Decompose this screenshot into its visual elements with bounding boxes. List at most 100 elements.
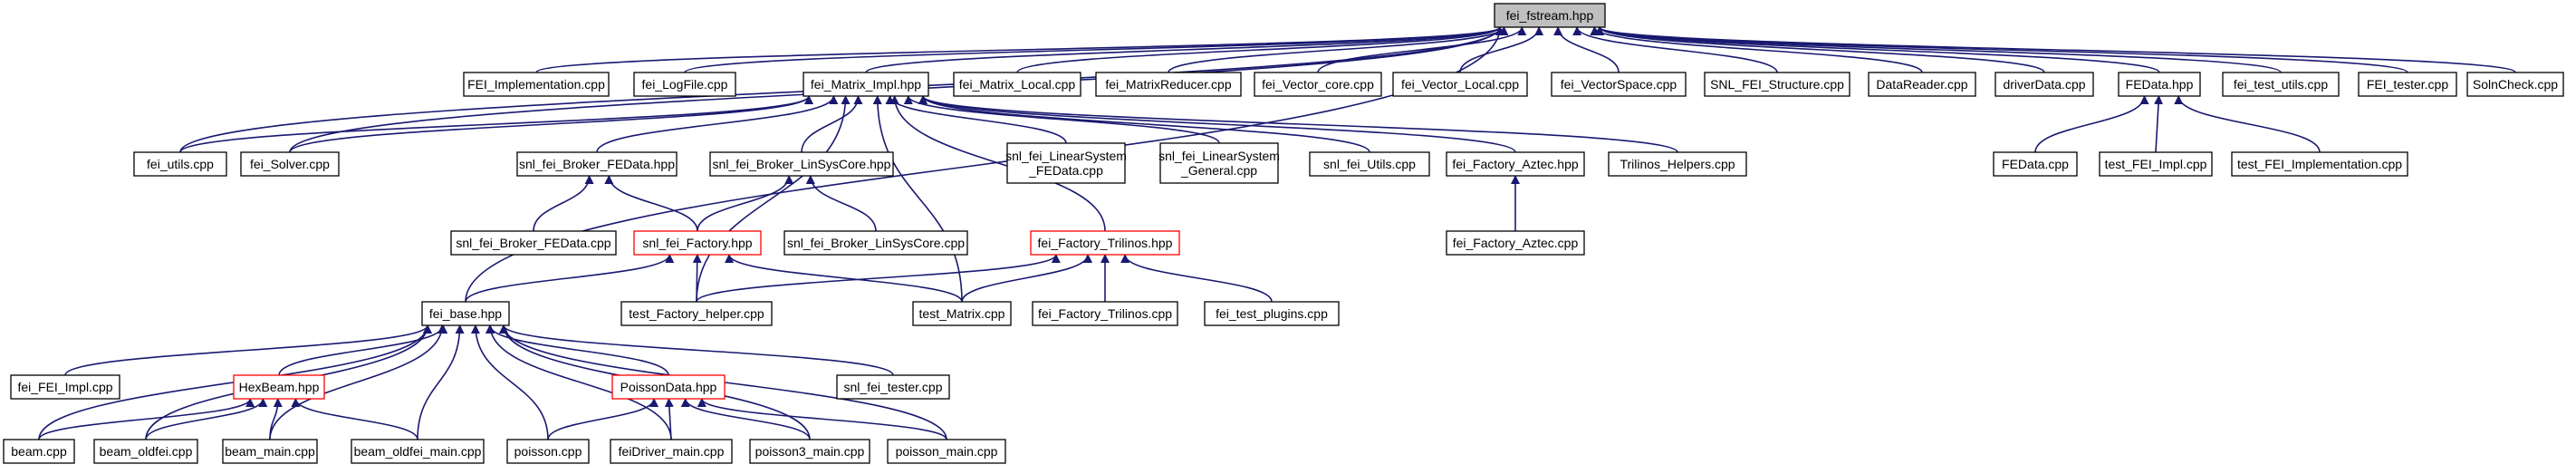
node-label-brokerlsc: snl_fei_Broker_LinSysCore.hpp [713, 157, 891, 171]
node-poisson[interactable]: poisson.cpp [506, 439, 590, 464]
edge-testmatrix-to-matimpl [872, 95, 963, 303]
node-box-feitester [2358, 72, 2457, 97]
node-utils[interactable]: fei_utils.cpp [133, 151, 227, 177]
node-beam[interactable]: beam.cpp [3, 439, 75, 464]
node-brokerfecpp[interactable]: snl_fei_Broker_FEData.cpp [450, 230, 617, 256]
node-hexbeam[interactable]: HexBeam.hpp [233, 374, 325, 400]
node-label-feitester: FEI_tester.cpp [2367, 77, 2448, 92]
node-label-matimpl: fei_Matrix_Impl.hpp [811, 77, 921, 92]
node-label-solver: fei_Solver.cpp [250, 157, 330, 171]
node-label-linsysfe-0: snl_fei_LinearSystem [1005, 149, 1127, 163]
edge-matlocal-to-fstream [1016, 26, 1504, 73]
node-feibase[interactable]: fei_base.hpp [421, 301, 510, 326]
node-label-beammain: beam_main.cpp [225, 444, 315, 459]
node-solver[interactable]: fei_Solver.cpp [240, 151, 340, 177]
node-factory[interactable]: snl_fei_Factory.hpp [633, 230, 762, 256]
node-testfachelp[interactable]: test_Factory_helper.cpp [620, 301, 773, 326]
node-driverdata[interactable]: driverData.cpp [1994, 72, 2094, 97]
edge-factory-to-brokerlsc [697, 175, 794, 232]
node-label-veclocal: fei_Vector_Local.cpp [1401, 77, 1519, 92]
node-beammain[interactable]: beam_main.cpp [222, 439, 318, 464]
edge-hexbeam-to-feibase [278, 324, 448, 376]
node-testfeiimpl[interactable]: test_FEI_Impl.cpp [2099, 151, 2213, 177]
edge-beammain-to-feibase [269, 324, 447, 440]
node-feiimpl[interactable]: FEI_Implementation.cpp [463, 72, 610, 97]
node-label-fedatahpp: FEData.hpp [2126, 77, 2194, 92]
node-fedatahpp[interactable]: FEData.hpp [2118, 72, 2201, 97]
node-label-linsysgen-1: _General.cpp [1180, 163, 1257, 178]
edge-aztechpp-to-matimpl [918, 95, 1516, 153]
node-box-solver [240, 151, 340, 177]
node-feidriver[interactable]: feiDriver_main.cpp [610, 439, 733, 464]
node-box-poisson [506, 439, 590, 464]
node-beamoldmain[interactable]: beam_oldfei_main.cpp [351, 439, 485, 464]
node-label-poisson3: poisson3_main.cpp [755, 444, 865, 459]
node-poissonmain[interactable]: poisson_main.cpp [887, 439, 1006, 464]
node-label-driverdata: driverData.cpp [2003, 77, 2085, 92]
node-testutils[interactable]: fei_test_utils.cpp [2222, 72, 2340, 97]
edge-testfachelp-to-matimpl [696, 95, 851, 303]
node-box-feiimpl [463, 72, 610, 97]
node-matlocal[interactable]: fei_Matrix_Local.cpp [953, 72, 1081, 97]
node-snlstruct[interactable]: SNL_FEI_Structure.cpp [1704, 72, 1850, 97]
node-testplugins[interactable]: fei_test_plugins.cpp [1204, 301, 1340, 326]
node-matimpl[interactable]: fei_Matrix_Impl.hpp [803, 72, 929, 97]
node-box-poissondata [611, 374, 726, 400]
node-brokerlsccpp[interactable]: snl_fei_Broker_LinSysCore.cpp [783, 230, 968, 256]
node-box-feidriver [610, 439, 733, 464]
node-label-feiimpl: FEI_Implementation.cpp [467, 77, 605, 92]
node-logfile[interactable]: fei_LogFile.cpp [633, 72, 736, 97]
node-label-fstream: fei_fstream.hpp [1506, 8, 1594, 23]
edge-linsysfe-to-matimpl [885, 95, 1067, 144]
node-label-brokerfecpp: snl_fei_Broker_FEData.cpp [456, 236, 610, 250]
node-label-snlstruct: SNL_FEI_Structure.cpp [1710, 77, 1844, 92]
node-brokerfe[interactable]: snl_fei_Broker_FEData.hpp [516, 151, 678, 177]
edge-logfile-to-fstream [684, 26, 1504, 73]
node-trilhelp[interactable]: Trilinos_Helpers.cpp [1608, 151, 1747, 177]
node-poisson3[interactable]: poisson3_main.cpp [749, 439, 870, 464]
node-linsysfe[interactable]: snl_fei_LinearSystem_FEData.cpp [1005, 142, 1127, 184]
edge-beamold-to-hexbeam [145, 398, 268, 440]
node-label-veccore: fei_Vector_core.cpp [1262, 77, 1374, 92]
node-box-factory [633, 230, 762, 256]
node-beamold[interactable]: beam_oldfei.cpp [93, 439, 198, 464]
node-box-brokerfe [516, 151, 678, 177]
node-triltricpp[interactable]: fei_Factory_Trilinos.cpp [1032, 301, 1178, 326]
edge-solver-to-matimpl [289, 95, 813, 153]
node-label-beam: beam.cpp [11, 444, 67, 459]
node-fedatacpp[interactable]: FEData.cpp [1993, 151, 2078, 177]
node-box-brokerlsc [709, 151, 894, 177]
edge-veclocal-to-fstream [1459, 26, 1544, 73]
node-azteccpp[interactable]: fei_Factory_Aztec.cpp [1446, 230, 1585, 256]
node-veclocal[interactable]: fei_Vector_Local.cpp [1392, 72, 1528, 97]
node-box-poissonmain [887, 439, 1006, 464]
node-box-testmatrix [912, 301, 1012, 326]
node-box-testfachelp [620, 301, 773, 326]
node-testmatrix[interactable]: test_Matrix.cpp [912, 301, 1012, 326]
node-feiimplcpp[interactable]: fei_FEI_Impl.cpp [10, 374, 120, 400]
node-brokerlsc[interactable]: snl_fei_Broker_LinSysCore.hpp [709, 151, 894, 177]
edge-brokerfe-to-matimpl [596, 95, 839, 153]
edge-feibase-to-factory [465, 254, 675, 303]
node-box-beamold [93, 439, 198, 464]
node-label-hexbeam: HexBeam.hpp [239, 380, 320, 394]
node-box-matred [1095, 72, 1242, 97]
node-feitester[interactable]: FEI_tester.cpp [2358, 72, 2457, 97]
node-poissondata[interactable]: PoissonData.hpp [611, 374, 726, 400]
node-vecspace[interactable]: fei_VectorSpace.cpp [1551, 72, 1687, 97]
node-triltriphpp[interactable]: fei_Factory_Trilinos.hpp [1030, 230, 1180, 256]
node-box-aztechpp [1446, 151, 1585, 177]
node-solncheck[interactable]: SolnCheck.cpp [2466, 72, 2564, 97]
node-snlutils[interactable]: snl_fei_Utils.cpp [1309, 151, 1430, 177]
node-label-linsysgen-0: snl_fei_LinearSystem [1158, 149, 1280, 163]
node-datareader[interactable]: DataReader.cpp [1868, 72, 1976, 97]
edge-brokerlsc-to-matimpl [801, 95, 863, 153]
node-testfeiimplem[interactable]: test_FEI_Implementation.cpp [2231, 151, 2408, 177]
node-veccore[interactable]: fei_Vector_core.cpp [1254, 72, 1382, 97]
node-snltester[interactable]: snl_fei_tester.cpp [836, 374, 950, 400]
node-aztechpp[interactable]: fei_Factory_Aztec.hpp [1446, 151, 1585, 177]
edge-brokerfecpp-to-brokerfe [533, 175, 594, 232]
node-matred[interactable]: fei_MatrixReducer.cpp [1095, 72, 1242, 97]
node-linsysgen[interactable]: snl_fei_LinearSystem_General.cpp [1158, 142, 1280, 184]
edge-fedatacpp-to-fedatahpp [2034, 95, 2149, 153]
